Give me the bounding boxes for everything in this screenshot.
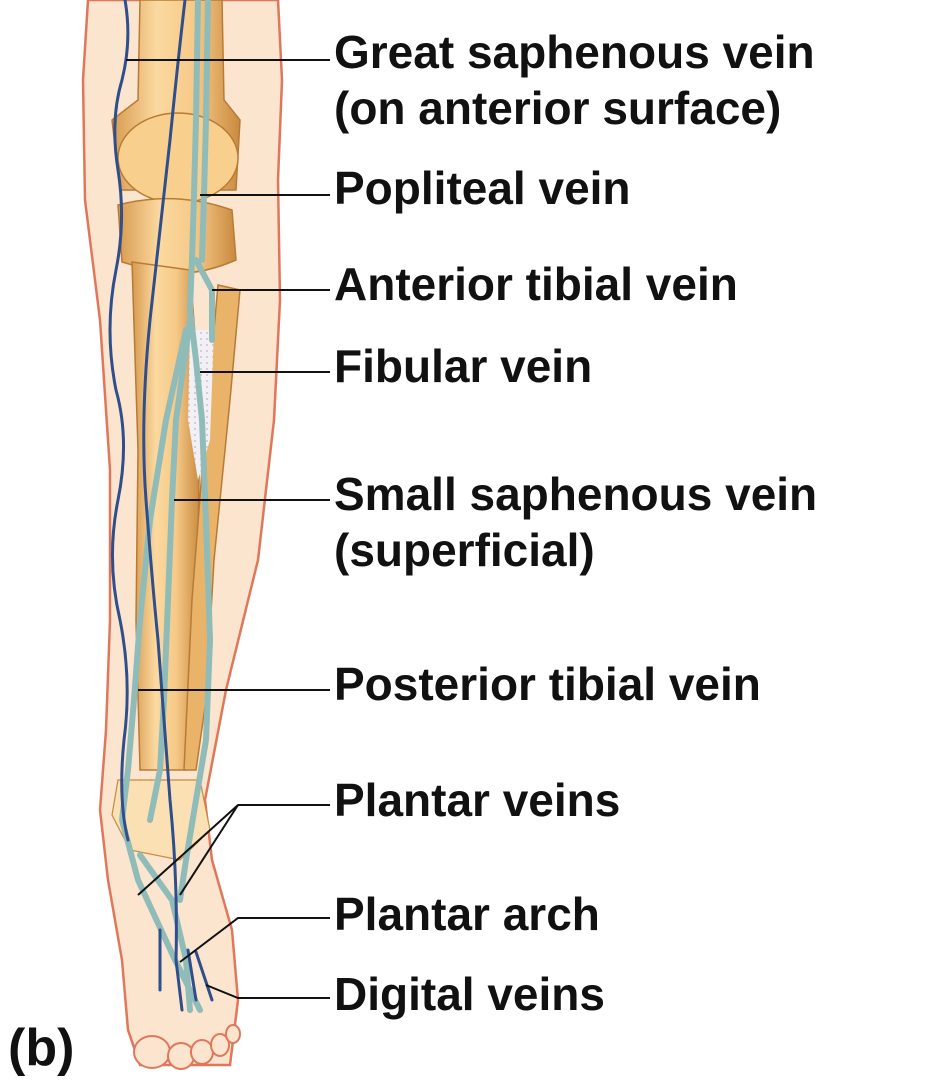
label-fibular-line1: Fibular vein — [334, 338, 592, 394]
label-plantar-veins-line1: Plantar veins — [334, 772, 620, 828]
label-great-saphenous-vein: Great saphenous vein (on anterior surfac… — [334, 24, 815, 136]
knee-patella — [118, 113, 238, 203]
label-popliteal-line1: Popliteal vein — [334, 160, 631, 216]
label-fibular-vein: Fibular vein — [334, 338, 592, 394]
label-small-saphenous-line1: Small saphenous vein — [334, 466, 817, 522]
label-small-saphenous-line2: (superficial) — [334, 522, 817, 578]
label-anterior-tibial-vein: Anterior tibial vein — [334, 256, 738, 312]
label-digital-veins-line1: Digital veins — [334, 966, 605, 1022]
label-great-saphenous-line1: Great saphenous vein — [334, 24, 815, 80]
label-small-saphenous-vein: Small saphenous vein (superficial) — [334, 466, 817, 578]
label-plantar-arch-line1: Plantar arch — [334, 886, 600, 942]
label-great-saphenous-line2: (on anterior surface) — [334, 80, 815, 136]
label-plantar-arch: Plantar arch — [334, 886, 600, 942]
label-posterior-tibial-line1: Posterior tibial vein — [334, 656, 761, 712]
label-anterior-tibial-line1: Anterior tibial vein — [334, 256, 738, 312]
label-posterior-tibial-vein: Posterior tibial vein — [334, 656, 761, 712]
label-plantar-veins: Plantar veins — [334, 772, 620, 828]
label-popliteal-vein: Popliteal vein — [334, 160, 631, 216]
label-digital-veins: Digital veins — [334, 966, 605, 1022]
panel-label: (b) — [8, 1018, 74, 1078]
